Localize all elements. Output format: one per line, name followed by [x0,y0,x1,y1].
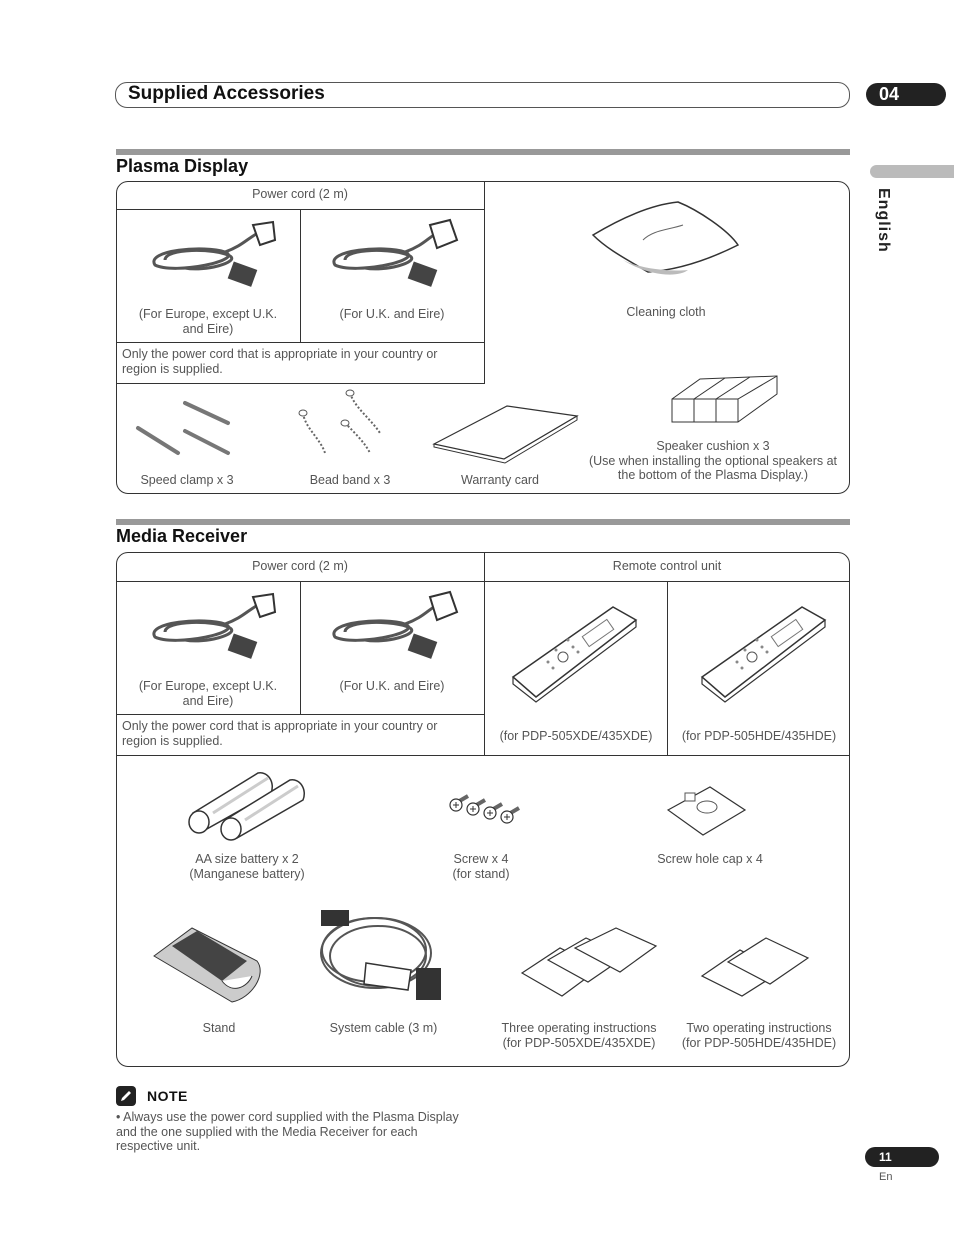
page-number: 11 [865,1147,939,1167]
speed-clamp-image [136,401,230,455]
cord-europe-caption: (For Europe, except U.K. and Eire) [138,307,278,336]
power-cord-uk-image [332,218,459,287]
three-instructions-image [520,927,658,997]
cleaning-cloth-caption: Cleaning cloth [626,305,706,319]
cord-europe-caption: (For Europe, except U.K. and Eire) [138,679,278,708]
warranty-card-image [432,405,579,464]
remote-control-hde-image [700,606,827,703]
chapter-badge: 04 [866,83,946,106]
power-cord-uk-image [332,590,459,659]
note-pencil-icon [116,1086,136,1106]
system-cable-image [320,910,441,1000]
section-title-plasma: Plasma Display [116,156,249,176]
cord-note: Only the power cord that is appropriate … [122,347,438,376]
language-tab [870,165,954,178]
section-title-receiver: Media Receiver [116,526,248,546]
warranty-card-caption: Warranty card [460,473,540,487]
stand-caption: Stand [202,1021,236,1035]
note-title: NOTE [147,1088,188,1104]
cord-note: Only the power cord that is appropriate … [122,719,438,748]
speaker-cushion-caption: Speaker cushion x 3 (Use when installing… [588,439,838,482]
remote-xde-caption: (for PDP-505XDE/435XDE) [499,729,653,743]
section-rule [116,149,850,155]
receiver-accessories-box [116,552,850,1067]
bead-band-image [298,389,381,454]
screw-image [449,794,521,824]
screw-caption: Screw x 4 (for stand) [452,852,510,881]
speed-clamp-caption: Speed clamp x 3 [140,473,234,487]
page-title: Supplied Accessories [128,83,325,104]
power-cord-header: Power cord (2 m) [252,187,348,201]
remote-header: Remote control unit [612,559,722,573]
plasma-accessories-box [116,181,850,494]
header-bar [115,82,850,108]
two-instructions-caption: Two operating instructions (for PDP-505H… [681,1021,837,1050]
power-cord-europe-image [152,592,277,659]
section-rule [116,519,850,525]
screw-hole-cap-image [666,786,747,836]
bead-band-caption: Bead band x 3 [309,473,391,487]
cleaning-cloth-image [591,201,740,275]
cord-uk-caption: (For U.K. and Eire) [339,679,445,693]
remote-hde-caption: (for PDP-505HDE/435HDE) [681,729,837,743]
speaker-cushion-image [671,375,778,423]
power-cord-europe-image [152,220,277,287]
remote-control-xde-image [511,606,638,703]
two-instructions-image [700,937,810,997]
three-instructions-caption: Three operating instructions (for PDP-50… [501,1021,657,1050]
stand-image [153,927,261,1003]
system-cable-caption: System cable (3 m) [329,1021,438,1035]
battery-caption: AA size battery x 2 (Manganese battery) [189,852,305,881]
power-cord-header: Power cord (2 m) [252,559,348,573]
aa-battery-image [188,772,306,841]
screw-hole-cap-caption: Screw hole cap x 4 [657,852,763,866]
note-text: • Always use the power cord supplied wit… [116,1110,459,1153]
page-language: En [879,1171,893,1183]
cord-uk-caption: (For U.K. and Eire) [339,307,445,321]
language-label: English [875,188,892,253]
